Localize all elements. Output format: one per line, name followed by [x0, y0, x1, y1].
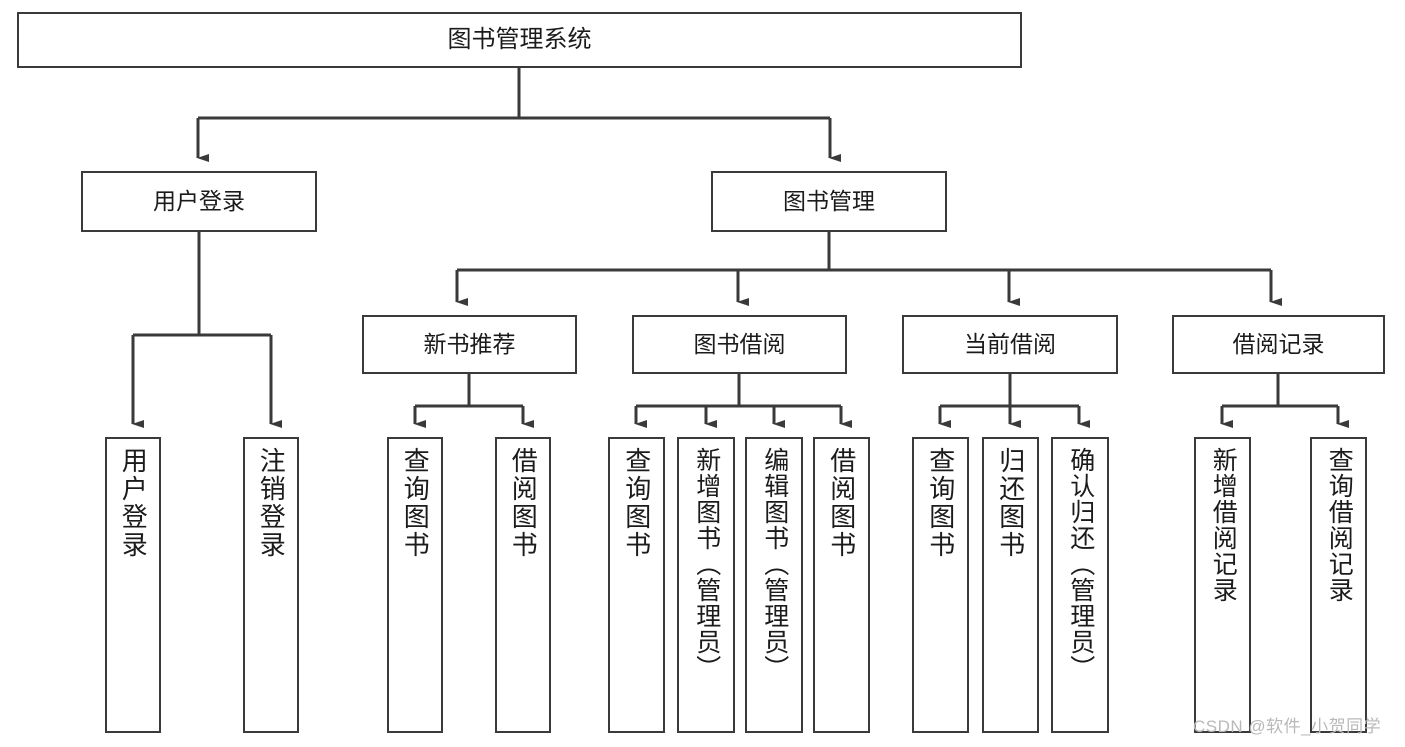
node-user-login[interactable]: 用户登录 [81, 171, 317, 232]
leaf-record-query-borrow-record[interactable]: 查询借阅记录 [1310, 437, 1367, 733]
leaf-current-return-book[interactable]: 归还图书 [982, 437, 1039, 733]
node-label: 确认归还（管理员） [1066, 447, 1095, 681]
leaf-user-login[interactable]: 用户登录 [105, 437, 161, 733]
node-label: 查询图书 [925, 447, 956, 559]
node-book-borrow[interactable]: 图书借阅 [632, 315, 847, 374]
node-root-book-management-system[interactable]: 图书管理系统 [17, 12, 1022, 68]
leaf-borrow-add-book-admin[interactable]: 新增图书（管理员） [677, 437, 735, 733]
leaf-borrow-borrow-book[interactable]: 借阅图书 [813, 437, 870, 733]
node-label: 借阅图书 [508, 447, 539, 559]
node-label: 查询图书 [400, 447, 431, 559]
node-label: 用户登录 [153, 187, 245, 214]
node-label: 图书借阅 [693, 330, 786, 357]
leaf-recommend-query-book[interactable]: 查询图书 [387, 437, 443, 733]
node-label: 当前借阅 [964, 330, 1056, 357]
node-label: 归还图书 [995, 447, 1026, 559]
node-current-borrow[interactable]: 当前借阅 [902, 315, 1118, 374]
leaf-record-add-borrow-record[interactable]: 新增借阅记录 [1194, 437, 1251, 733]
node-label: 编辑图书（管理员） [760, 447, 789, 681]
node-label: 查询借阅记录 [1325, 447, 1354, 603]
node-label: 新书推荐 [423, 330, 516, 357]
node-book-management[interactable]: 图书管理 [711, 171, 947, 232]
node-borrow-record[interactable]: 借阅记录 [1172, 315, 1385, 374]
node-new-book-recommend[interactable]: 新书推荐 [362, 315, 577, 374]
node-label: 图书管理 [783, 187, 875, 214]
node-label: 图书管理系统 [447, 25, 592, 53]
node-label: 用户登录 [118, 447, 149, 559]
leaf-current-query-book[interactable]: 查询图书 [912, 437, 969, 733]
node-label: 借阅图书 [826, 447, 857, 559]
leaf-current-confirm-return-admin[interactable]: 确认归还（管理员） [1051, 437, 1109, 733]
leaf-recommend-borrow-book[interactable]: 借阅图书 [495, 437, 551, 733]
node-label: 新增借阅记录 [1209, 447, 1238, 603]
node-label: 借阅记录 [1232, 330, 1325, 357]
leaf-borrow-query-book[interactable]: 查询图书 [608, 437, 665, 733]
node-label: 注销登录 [256, 447, 287, 559]
node-label: 新增图书（管理员） [692, 447, 721, 681]
node-label: 查询图书 [621, 447, 652, 559]
leaf-logout[interactable]: 注销登录 [243, 437, 299, 733]
leaf-borrow-edit-book-admin[interactable]: 编辑图书（管理员） [745, 437, 803, 733]
